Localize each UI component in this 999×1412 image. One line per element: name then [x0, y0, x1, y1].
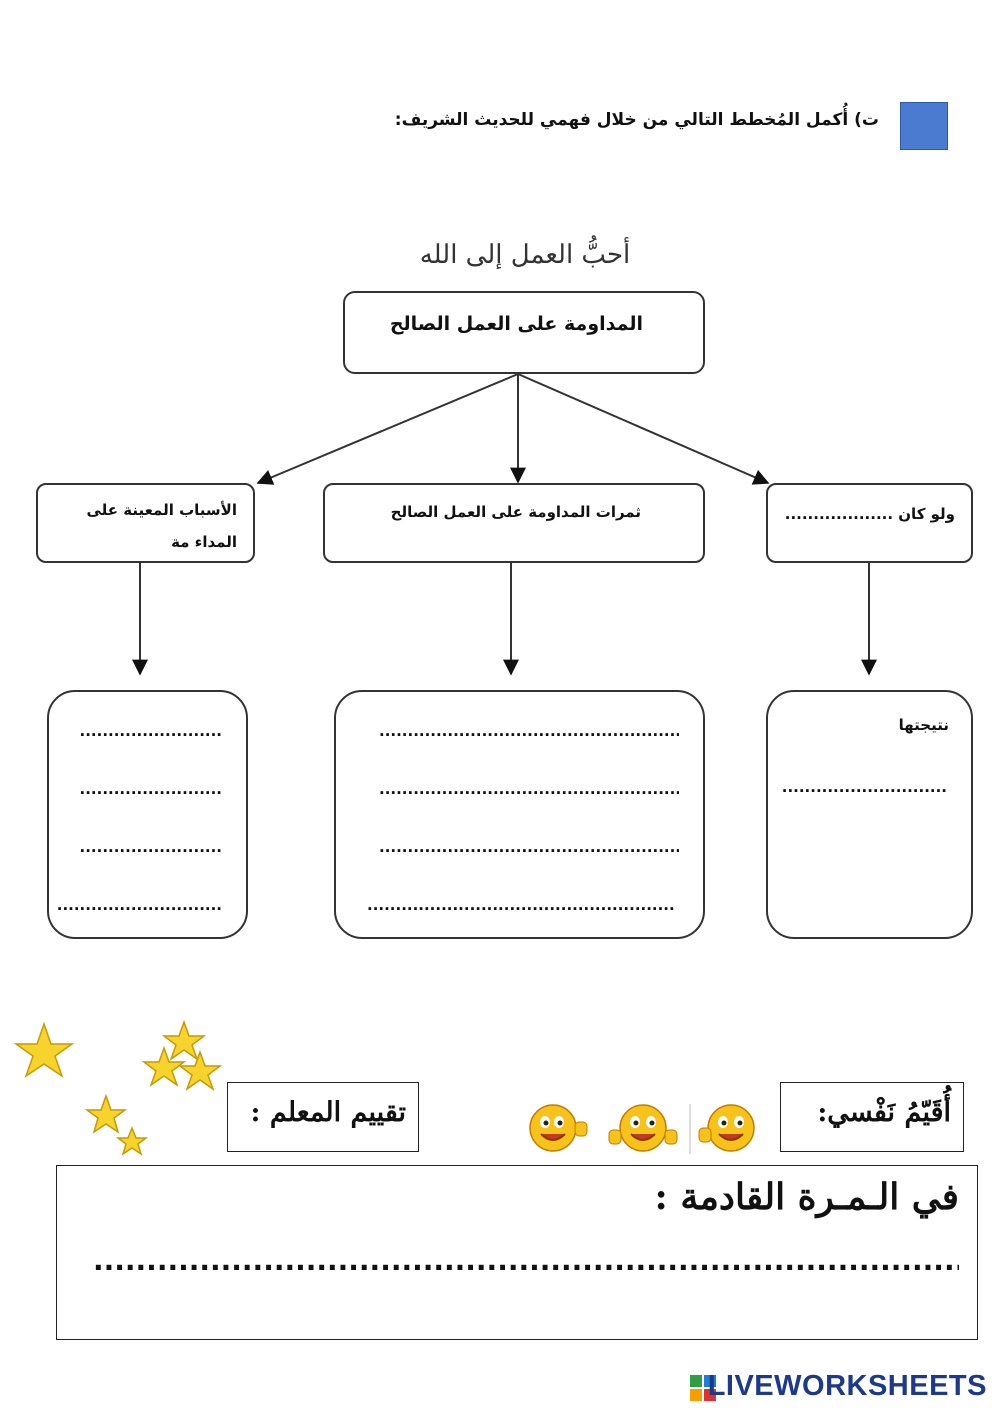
branch-box-reasons: الأسباب المعينة على المداء مة	[36, 483, 255, 563]
branch-box-even-if[interactable]: ولو كان ...................	[766, 483, 973, 563]
root-box: المداومة على العمل الصالح	[343, 291, 705, 374]
answer-line[interactable]: ........................................…	[379, 780, 679, 798]
smiley-thumbs-icon[interactable]	[529, 1104, 588, 1152]
next-time-box[interactable]: في الـمـرة القادمة : ...................…	[56, 1165, 978, 1340]
instruction-text: ت) أُكمل المُخطط التالي من خلال فهمي للح…	[394, 110, 879, 130]
answer-line[interactable]: ........................................…	[379, 838, 679, 856]
branch-label-fruits: ثمرات المداومة على العمل الصالح	[390, 503, 641, 521]
branch-label-reasons-line1: الأسباب المعينة على	[86, 501, 237, 519]
stars-decoration	[14, 1019, 223, 1156]
root-label: المداومة على العمل الصالح	[389, 313, 643, 335]
diagram-arrows	[132, 373, 877, 676]
answer-line[interactable]: .............................	[781, 778, 947, 796]
result-label: نتيجتها	[898, 716, 949, 734]
smiley-thumbs-icon[interactable]	[608, 1104, 678, 1152]
answer-box-reasons[interactable]: ......................... ..............…	[47, 690, 248, 939]
next-time-title: في الـمـرة القادمة :	[654, 1176, 959, 1218]
self-evaluation-label: أُقَيّمُ نَفْسي:	[817, 1097, 951, 1128]
branch-label-even-if: ولو كان ...................	[784, 505, 955, 523]
liveworksheets-logo-icon	[690, 1375, 716, 1401]
answer-box-fruits[interactable]: ........................................…	[334, 690, 705, 939]
answer-line[interactable]: .........................	[79, 780, 222, 798]
answer-line[interactable]: .............................	[56, 896, 222, 914]
branch-box-fruits: ثمرات المداومة على العمل الصالح	[323, 483, 705, 563]
answer-line[interactable]: ........................................…	[379, 722, 679, 740]
answer-line[interactable]: .........................	[79, 722, 222, 740]
star-icon	[141, 1019, 223, 1091]
arrow-to-left	[256, 373, 519, 485]
branch-label-reasons-line2: المداء مة	[171, 533, 237, 551]
next-time-answer-line[interactable]: ........................................…	[93, 1244, 959, 1277]
teacher-evaluation-box[interactable]: تقييم المعلم :	[227, 1082, 419, 1152]
star-icon	[14, 1021, 75, 1078]
smiley-thumbs-icon[interactable]	[698, 1104, 755, 1152]
self-rating-emojis	[529, 1104, 755, 1154]
arrow-to-right	[517, 373, 770, 485]
diagram-heading: أحبُّ العمل إلى الله	[419, 240, 631, 270]
teacher-evaluation-label: تقييم المعلم :	[250, 1097, 406, 1128]
liveworksheets-brand[interactable]: LIVEWORKSHEETS	[707, 1370, 987, 1402]
answer-box-result[interactable]: نتيجتها .............................	[766, 690, 973, 939]
answer-line[interactable]: ........................................…	[367, 896, 675, 914]
question-marker	[900, 102, 948, 150]
star-icon	[84, 1093, 149, 1156]
self-evaluation-box[interactable]: أُقَيّمُ نَفْسي:	[780, 1082, 964, 1152]
answer-line[interactable]: .........................	[79, 838, 222, 856]
